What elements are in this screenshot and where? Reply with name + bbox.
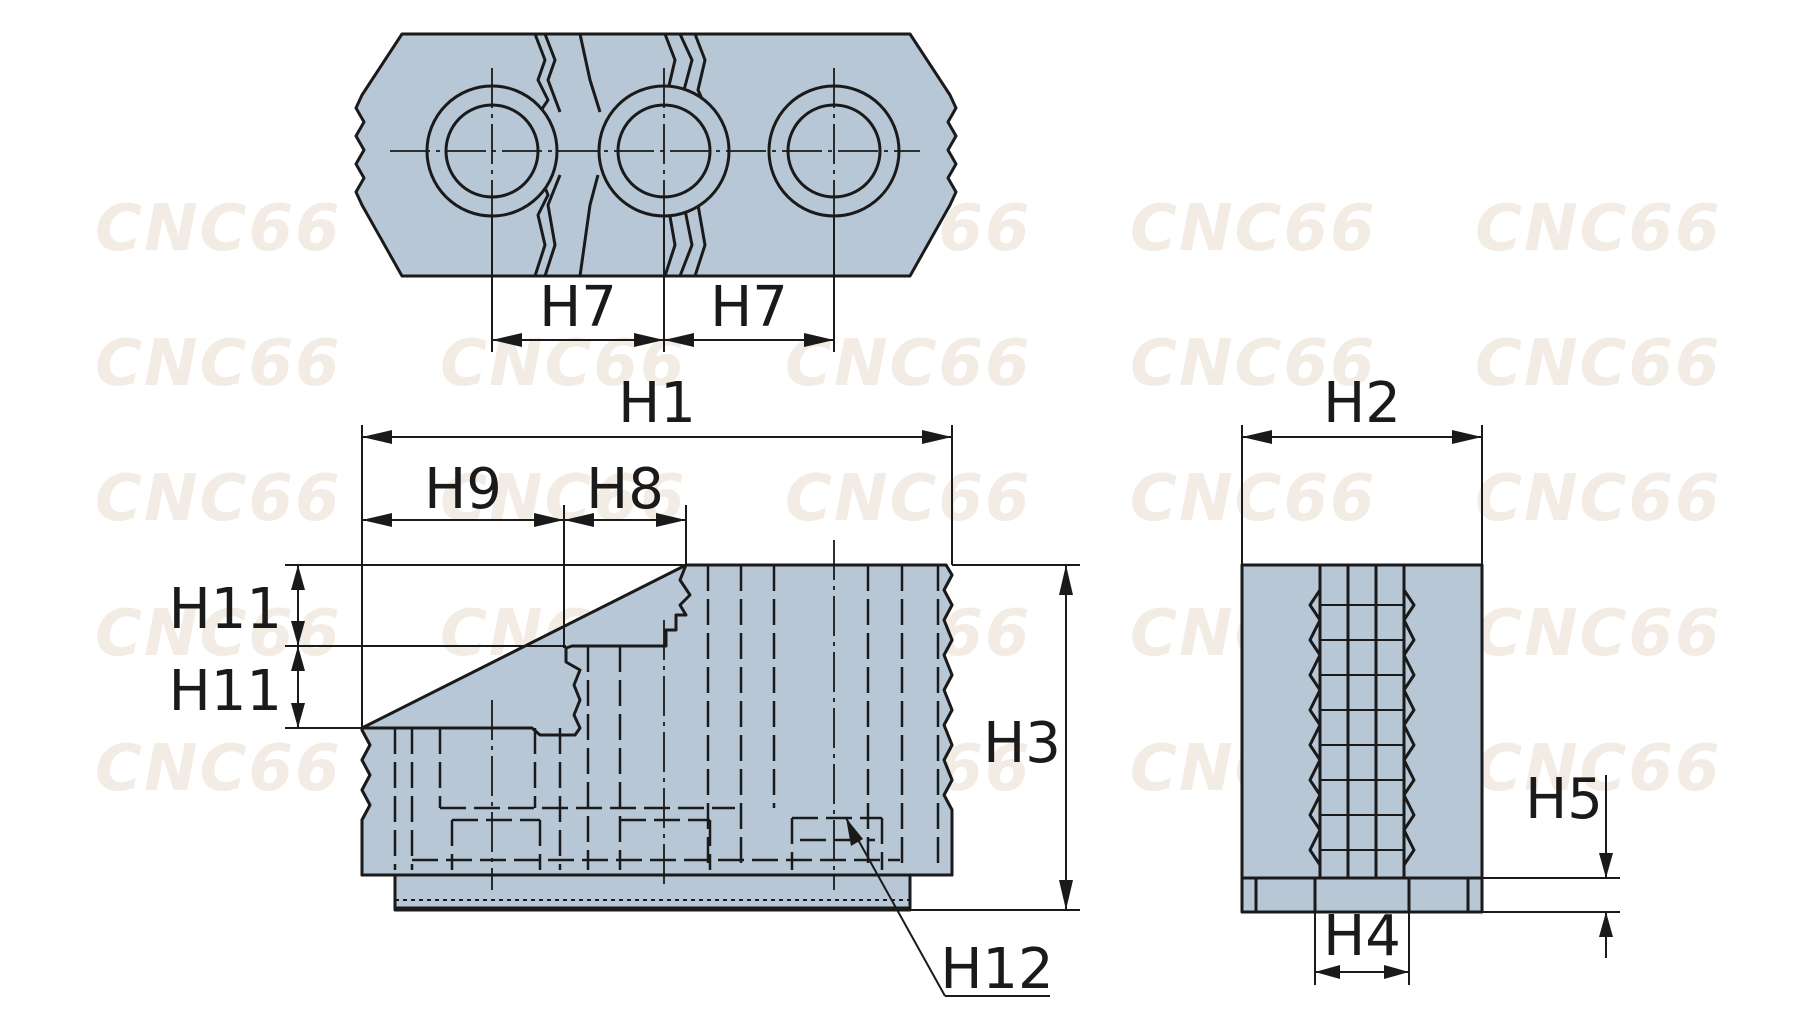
watermark-text: CNC66 xyxy=(1475,192,1722,266)
top-view-groove xyxy=(565,32,602,278)
arrowhead xyxy=(291,703,305,728)
arrowhead xyxy=(362,430,392,444)
watermark-text: CNC66 xyxy=(1130,327,1377,401)
arrowhead xyxy=(664,333,694,347)
dimension-label-h9: H9 xyxy=(424,457,502,522)
dimension-label-h7: H7 xyxy=(710,275,788,340)
arrowhead xyxy=(564,513,594,527)
arrowhead xyxy=(1059,565,1073,595)
arrowhead xyxy=(534,513,564,527)
watermark-text: CNC66 xyxy=(1130,192,1377,266)
watermark-text: CNC66 xyxy=(95,462,342,536)
dimension-label-h11: H11 xyxy=(169,659,282,724)
top-view: H7 H7 xyxy=(354,32,958,352)
arrowhead xyxy=(291,565,305,590)
watermark-text: CNC66 xyxy=(440,462,687,536)
arrowhead xyxy=(656,513,686,527)
arrowhead xyxy=(1452,430,1482,444)
watermark-text: CNC66 xyxy=(1475,597,1722,671)
arrowhead xyxy=(804,333,834,347)
watermark-text: CNC66 xyxy=(1475,462,1722,536)
arrowhead xyxy=(1384,965,1409,979)
arrowhead xyxy=(291,621,305,646)
arrowhead xyxy=(492,333,522,347)
arrowhead xyxy=(846,818,863,846)
watermark-text: CNC66 xyxy=(95,192,342,266)
side-view-outline xyxy=(1240,563,1484,914)
dimension-label-h12: H12 xyxy=(940,937,1053,1002)
side-view-serration xyxy=(1308,589,1416,866)
arrowhead xyxy=(1599,853,1613,878)
arrowhead xyxy=(291,646,305,671)
dimension-label-h7: H7 xyxy=(539,275,617,340)
side-view-key xyxy=(1313,876,1411,914)
front-view-serration xyxy=(393,875,912,910)
watermark-text: CNC66 xyxy=(1475,732,1722,806)
watermark-text: CNC66 xyxy=(95,732,342,806)
watermark-text: CNC66 xyxy=(785,462,1032,536)
dimension-label-h11: H11 xyxy=(169,577,282,642)
arrowhead xyxy=(1315,965,1340,979)
side-view-groove xyxy=(1318,563,1406,880)
arrowhead xyxy=(1059,880,1073,910)
dimension-label-h4: H4 xyxy=(1323,904,1401,969)
dimension-label-h5: H5 xyxy=(1525,767,1603,832)
arrowhead xyxy=(634,333,664,347)
arrowhead xyxy=(1599,912,1613,937)
top-view-groove xyxy=(543,33,562,277)
side-view-serration xyxy=(1320,604,1404,851)
dimension-label-h2: H2 xyxy=(1323,371,1401,436)
arrowhead xyxy=(1242,430,1272,444)
dimension-label-h3: H3 xyxy=(983,711,1061,776)
arrowhead xyxy=(922,430,952,444)
side-view: H2 H4 H5 xyxy=(1240,371,1620,985)
watermark-text: CNC66 xyxy=(1130,462,1377,536)
watermark-text: CNC66 xyxy=(95,327,342,401)
dimension-label-h1: H1 xyxy=(618,371,696,436)
front-view-body xyxy=(360,563,954,877)
arrowhead xyxy=(362,513,392,527)
watermark-text: CNC66 xyxy=(1475,327,1722,401)
front-view: H1 H9 H8 H11 H11 H3 H12 xyxy=(169,371,1080,1002)
dimension-label-h8: H8 xyxy=(586,457,664,522)
leader-line-h12 xyxy=(845,817,946,997)
